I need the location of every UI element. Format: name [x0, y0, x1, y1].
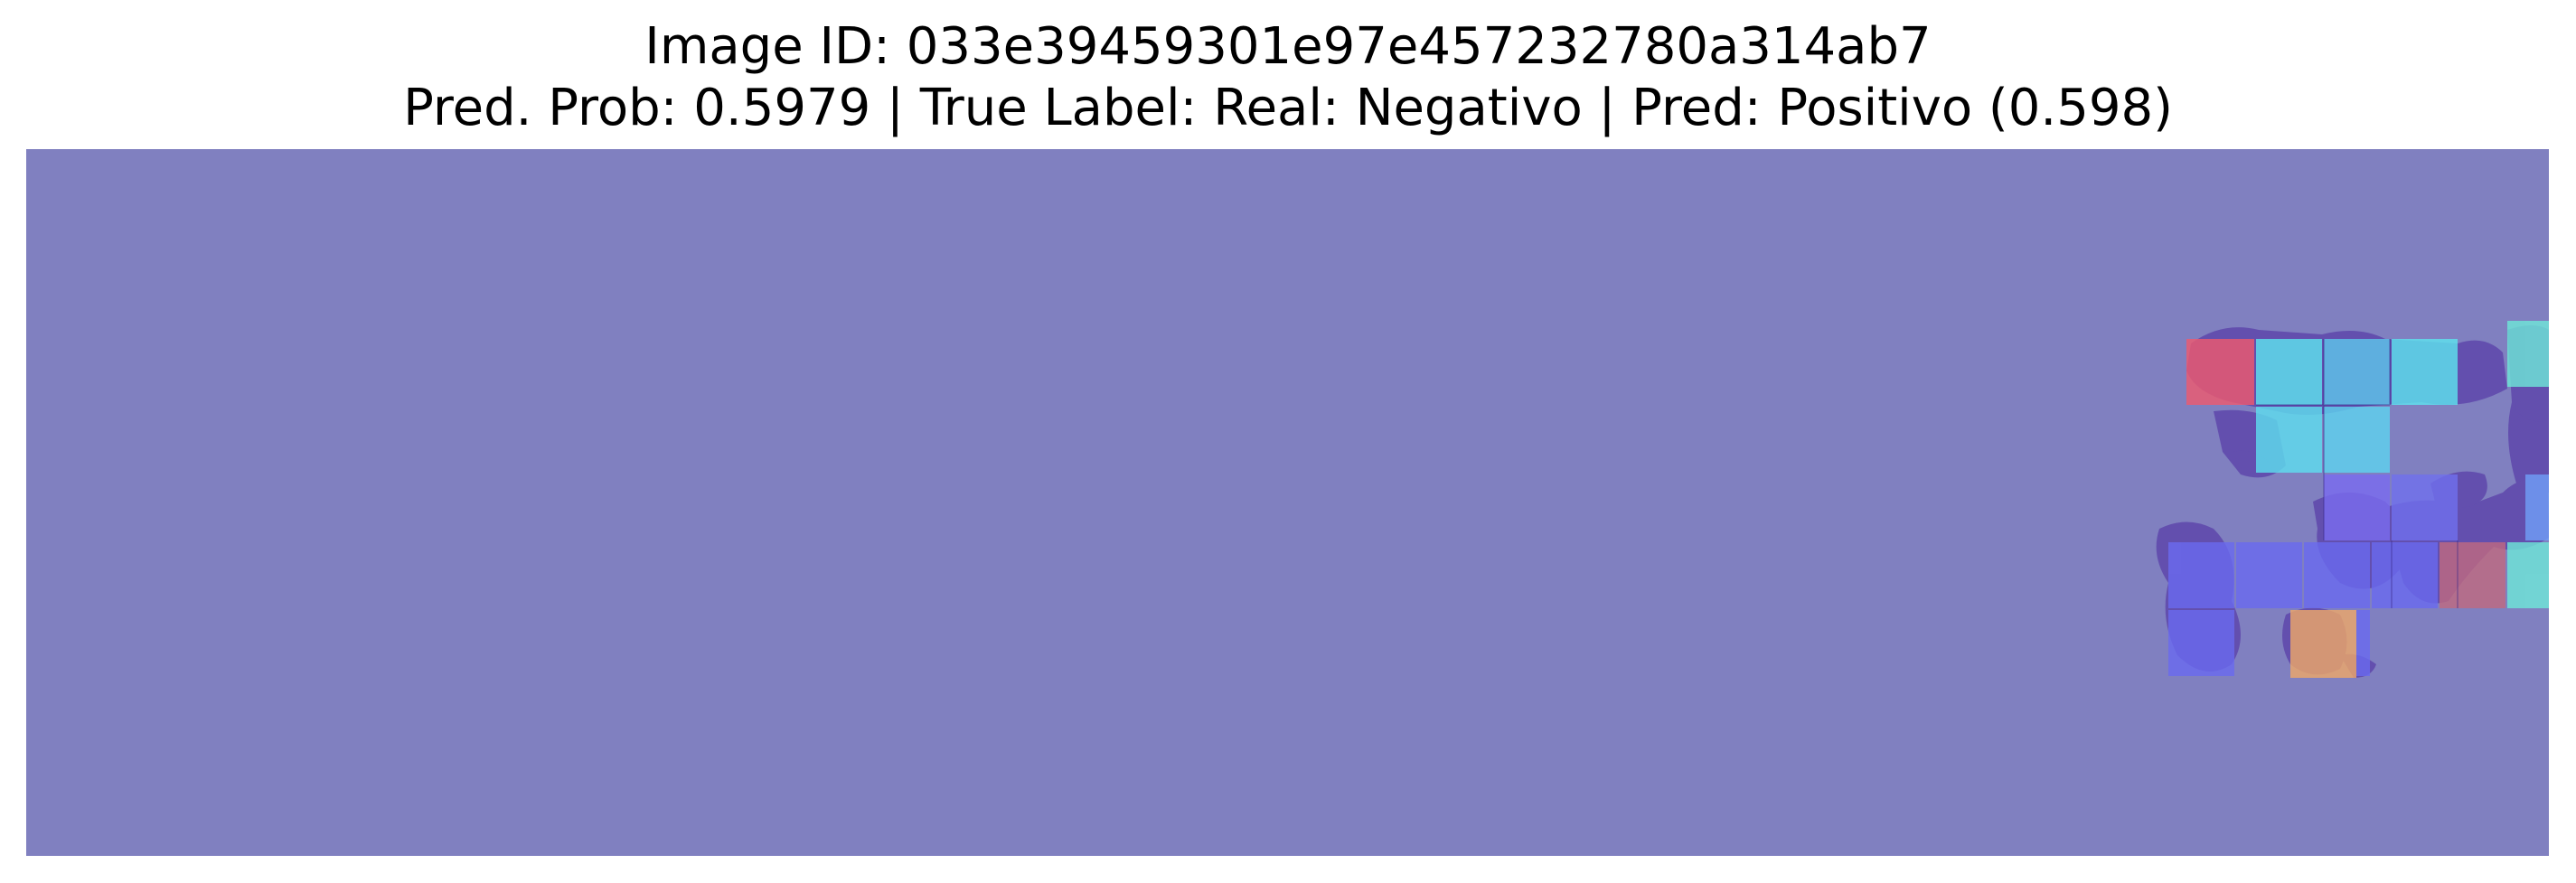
- figure-title-image-id: Image ID: 033e39459301e97e457232780a314a…: [644, 17, 1932, 76]
- patch-tile: [2440, 542, 2505, 608]
- patch-tile: [2372, 542, 2438, 608]
- patch-tile: [2525, 474, 2549, 540]
- patch-seams: [2256, 339, 2458, 608]
- patch-tile: [2186, 339, 2254, 405]
- patch-tile: [2507, 321, 2549, 387]
- patch-tile: [2168, 542, 2234, 608]
- patch-tile: [2168, 610, 2234, 676]
- heatmap-svg: [2156, 321, 2549, 678]
- patch-tile: [2256, 339, 2322, 405]
- patch-tile: [2304, 542, 2370, 608]
- patch-tile: [2256, 407, 2322, 473]
- figure-title-prediction: Pred. Prob: 0.5979 | True Label: Real: N…: [403, 79, 2173, 137]
- patch-tile: [2324, 339, 2390, 405]
- attention-heatmap-overlay: [26, 149, 2549, 856]
- patch-tile: [2324, 474, 2390, 540]
- patch-tiles: [2168, 321, 2549, 678]
- patch-tile: [2236, 542, 2302, 608]
- patch-tile: [2324, 407, 2390, 473]
- patch-tile: [2507, 542, 2549, 608]
- patch-tile: [2392, 339, 2458, 405]
- patch-tile: [2290, 610, 2356, 678]
- patch-tile: [2392, 474, 2458, 540]
